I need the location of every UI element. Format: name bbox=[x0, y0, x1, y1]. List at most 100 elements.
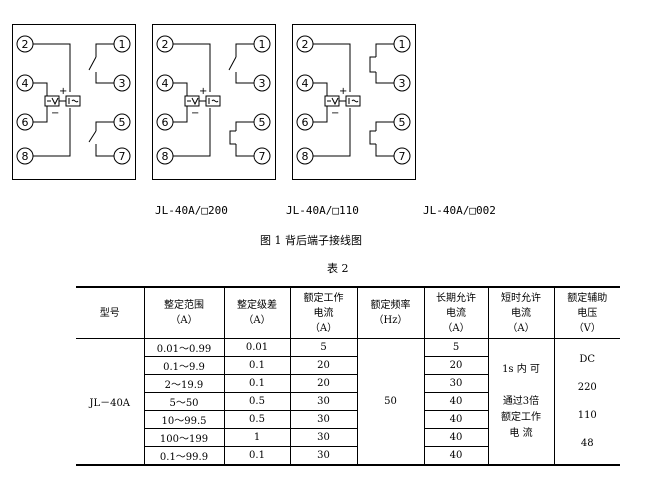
long-term-current-cell: 40 bbox=[423, 392, 489, 411]
terminal-1 bbox=[393, 35, 411, 53]
header-rated-current: 额定工作电流（A） bbox=[289, 286, 358, 339]
wire bbox=[173, 108, 211, 157]
diagram-3-model-label: JL-40A/□002 bbox=[423, 204, 496, 217]
step-cell: 0.01 bbox=[223, 338, 291, 357]
table-row: 2～19.9 0.1 20 30 bbox=[76, 374, 620, 393]
range-cell: 5～50 bbox=[143, 392, 225, 411]
frequency-cell: 50 bbox=[356, 338, 425, 466]
range-cell: 0.01～0.99 bbox=[143, 338, 225, 357]
wire bbox=[313, 104, 328, 123]
range-cell: 2～19.9 bbox=[143, 374, 225, 393]
step-cell: 0.5 bbox=[223, 410, 291, 429]
table-row: 100～199 1 30 40 bbox=[76, 428, 620, 447]
range-cell: 0.1～9.9 bbox=[143, 356, 225, 375]
terminal-5 bbox=[113, 113, 131, 131]
diagram-2-model-label: JL-40A/□110 bbox=[286, 204, 359, 217]
figure-caption: 图 1 背后端子接线图 bbox=[260, 234, 362, 247]
lower-contact-symbol bbox=[369, 130, 376, 145]
wire bbox=[375, 144, 399, 157]
terminal-6 bbox=[156, 113, 174, 131]
terminal-number: 3 bbox=[399, 77, 406, 90]
table-caption: 表 2 bbox=[327, 262, 349, 275]
terminal-number: 6 bbox=[302, 116, 309, 129]
table-row: 0.1～99.9 0.1 30 40 bbox=[76, 446, 620, 466]
diagram-frame bbox=[12, 24, 136, 180]
terminal-7 bbox=[113, 147, 131, 165]
wire bbox=[235, 72, 259, 84]
step-cell: 1 bbox=[223, 428, 291, 447]
terminal-number: 1 bbox=[119, 38, 126, 51]
wire bbox=[235, 144, 259, 157]
plus-sign: + bbox=[199, 86, 207, 97]
rated-current-cell: 30 bbox=[289, 410, 358, 429]
terminal-number: 2 bbox=[302, 38, 309, 51]
wire bbox=[375, 72, 399, 84]
step-cell: 0.1 bbox=[223, 356, 291, 375]
spec-table: 型号 整定范围（A） 整定级差（A） 额定工作电流（A） 额定频率（Hz） 长期… bbox=[76, 286, 620, 466]
terminal-8 bbox=[156, 147, 174, 165]
terminal-number: 2 bbox=[162, 38, 169, 51]
wire bbox=[375, 121, 399, 131]
header-aux-voltage: 额定辅助电压（V） bbox=[553, 286, 620, 339]
upper-contact-symbol bbox=[369, 56, 376, 73]
terminal-number: 3 bbox=[259, 77, 266, 90]
header-setting-range: 整定范围（A） bbox=[143, 286, 225, 339]
diagram-frame bbox=[152, 24, 276, 180]
terminal-number: 8 bbox=[162, 150, 169, 163]
long-term-current-cell: 5 bbox=[423, 338, 489, 357]
aux-voltage-cell: DC 220 110 48 bbox=[553, 338, 620, 466]
table-row: 5～50 0.5 30 40 bbox=[76, 392, 620, 411]
terminal-number: 2 bbox=[22, 38, 29, 51]
terminal-number: 5 bbox=[259, 116, 266, 129]
terminal-number: 4 bbox=[302, 77, 309, 90]
step-cell: 0.1 bbox=[223, 446, 291, 466]
terminal-4 bbox=[296, 74, 314, 92]
header-rated-frequency: 额定频率（Hz） bbox=[356, 286, 425, 339]
terminal-7 bbox=[393, 147, 411, 165]
terminal-3 bbox=[393, 74, 411, 92]
rated-current-cell: 30 bbox=[289, 392, 358, 411]
step-cell: 0.5 bbox=[223, 392, 291, 411]
wire bbox=[173, 43, 211, 92]
long-term-current-cell: 40 bbox=[423, 410, 489, 429]
rated-current-cell: 20 bbox=[289, 356, 358, 375]
long-term-current-cell: 40 bbox=[423, 446, 489, 466]
long-term-current-cell: 40 bbox=[423, 428, 489, 447]
terminal-number: 4 bbox=[162, 77, 169, 90]
terminal-1 bbox=[253, 35, 271, 53]
wire bbox=[95, 144, 119, 157]
diagram-1-model-label: JL-40A/□200 bbox=[155, 204, 228, 217]
terminal-7 bbox=[253, 147, 271, 165]
terminal-number: 1 bbox=[259, 38, 266, 51]
terminal-2 bbox=[16, 35, 34, 53]
terminal-number: 6 bbox=[22, 116, 29, 129]
wire bbox=[33, 43, 71, 92]
wire bbox=[313, 108, 351, 157]
terminal-2 bbox=[156, 35, 174, 53]
wire bbox=[313, 43, 351, 92]
terminal-number: 5 bbox=[119, 116, 126, 129]
upper-contact-symbol bbox=[88, 56, 97, 71]
terminal-8 bbox=[296, 147, 314, 165]
wire bbox=[235, 121, 259, 131]
plus-sign: + bbox=[59, 86, 67, 97]
rated-current-cell: 30 bbox=[289, 428, 358, 447]
range-cell: 0.1～99.9 bbox=[143, 446, 225, 466]
terminal-number: 7 bbox=[399, 150, 406, 163]
long-term-current-cell: 20 bbox=[423, 356, 489, 375]
rated-current-cell: 30 bbox=[289, 446, 358, 466]
terminal-number: 3 bbox=[119, 77, 126, 90]
table-row: 0.1～9.9 0.1 20 20 bbox=[76, 356, 620, 375]
range-cell: 100～199 bbox=[143, 428, 225, 447]
wire bbox=[95, 72, 119, 84]
terminal-4 bbox=[156, 74, 174, 92]
step-cell: 0.1 bbox=[223, 374, 291, 393]
wire bbox=[95, 43, 119, 57]
wire bbox=[375, 43, 399, 57]
